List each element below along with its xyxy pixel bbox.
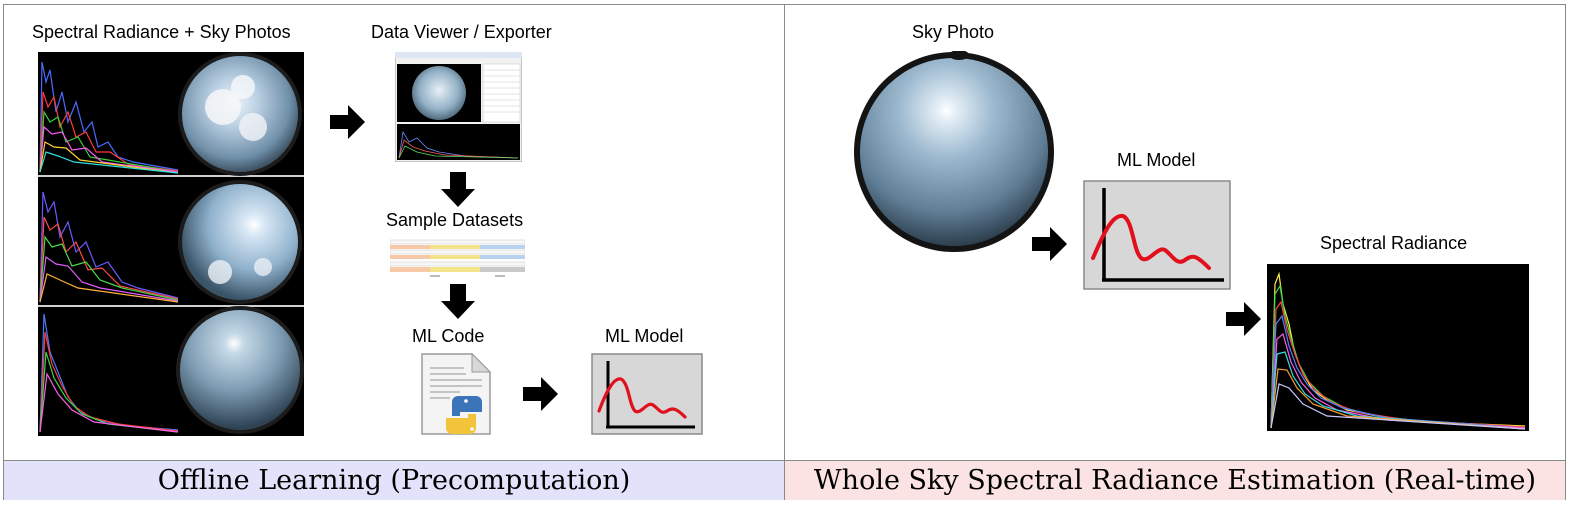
chart-icon xyxy=(1083,180,1231,290)
spectral-radiance-plot xyxy=(1267,264,1529,431)
viewer-label: Data Viewer / Exporter xyxy=(371,22,552,42)
sky-photo-label: Sky Photo xyxy=(912,22,995,42)
ml-model-label-right: ML Model xyxy=(1117,150,1196,170)
offline-learning-banner: Offline Learning (Precomputation) xyxy=(4,461,784,500)
spectral-sky-composite xyxy=(38,52,304,436)
realtime-estimation-banner: Whole Sky Spectral Radiance Estimation (… xyxy=(785,461,1565,500)
chart-icon xyxy=(591,353,703,435)
ml-code-label: ML Code xyxy=(412,326,485,346)
down-arrow-icon xyxy=(441,284,475,319)
spectral-sky-label: Spectral Radiance + Sky Photos xyxy=(32,22,291,42)
python-file-icon xyxy=(421,352,492,435)
panel-divider xyxy=(784,4,785,500)
right-arrow-icon xyxy=(1032,227,1067,261)
sky-photo xyxy=(854,51,1054,252)
data-viewer-thumbnail xyxy=(395,52,522,162)
spectral-radiance-label: Spectral Radiance xyxy=(1320,233,1468,253)
down-arrow-icon xyxy=(441,172,475,207)
right-arrow-icon xyxy=(523,377,558,411)
right-arrow-icon xyxy=(330,105,365,139)
datasets-thumbnail xyxy=(390,238,525,280)
banner-separator xyxy=(3,460,1566,461)
ml-model-label-left: ML Model xyxy=(605,326,684,346)
datasets-label: Sample Datasets xyxy=(386,210,524,230)
right-arrow-icon xyxy=(1226,302,1261,336)
